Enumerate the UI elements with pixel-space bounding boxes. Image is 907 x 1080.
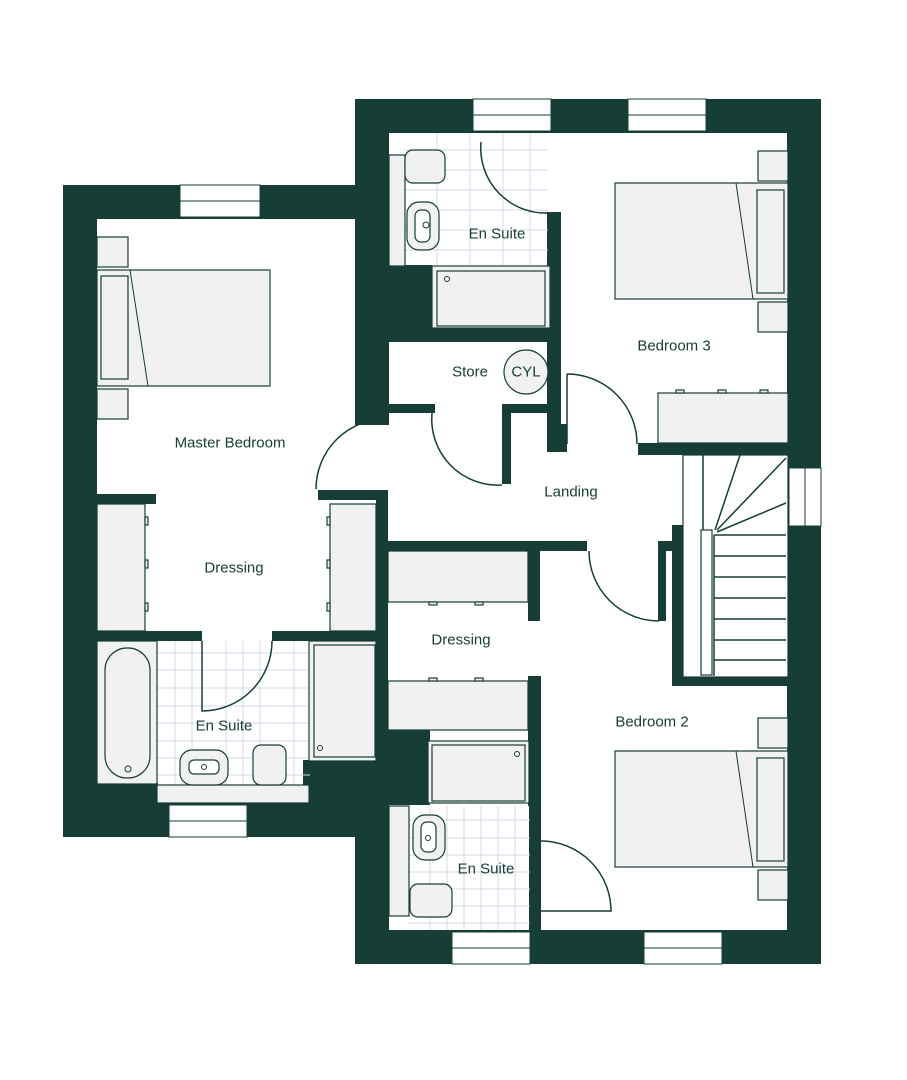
ensuite-top-fixtures [388, 133, 551, 329]
store-fixtures [430, 349, 549, 486]
room-label-master-bedroom: Master Bedroom [174, 434, 286, 452]
master-bedroom-furniture [96, 236, 271, 420]
dressing-2-furniture [387, 550, 529, 731]
master-dressing-furniture [96, 503, 377, 632]
walls [63, 99, 821, 964]
room-label-dressing-2: Dressing [431, 631, 491, 649]
bedroom-3-furniture [614, 150, 789, 444]
room-label-master-ensuite: En Suite [195, 717, 253, 735]
room-label-ensuite-bottom: En Suite [457, 860, 515, 878]
ensuite-bottom-fixtures [388, 740, 612, 930]
room-label-bedroom-3: Bedroom 3 [637, 337, 711, 355]
windows [168, 98, 822, 965]
room-label-bedroom-2: Bedroom 2 [615, 713, 689, 731]
room-label-ensuite-top: En Suite [468, 225, 526, 243]
cylinder-icon [503, 349, 549, 395]
landing-doors [315, 373, 660, 622]
bedroom-2-furniture [614, 717, 789, 901]
cylinder-label: CYL [511, 363, 541, 381]
staircase [682, 454, 789, 678]
room-label-landing: Landing [544, 483, 598, 501]
room-label-master-dressing: Dressing [204, 559, 264, 577]
master-ensuite-fixtures [96, 640, 377, 804]
room-label-store: Store [452, 363, 488, 381]
